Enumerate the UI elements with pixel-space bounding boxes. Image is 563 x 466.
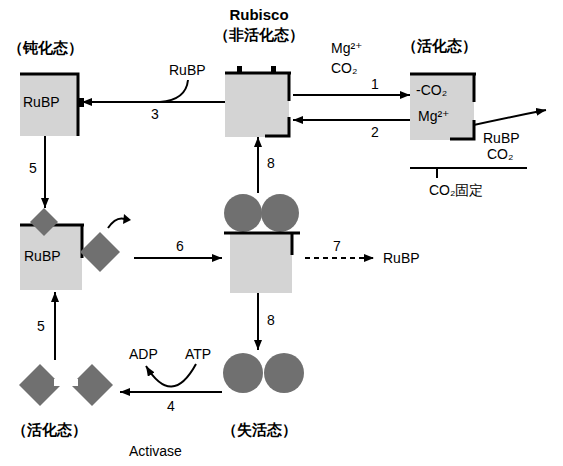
release-arrow <box>305 257 374 259</box>
molecule-label: Mg²⁺ <box>330 40 364 56</box>
substrate-feed-line <box>160 80 188 102</box>
molecule-label: CO₂ <box>486 146 514 162</box>
molecule-label: RuBP <box>382 250 421 266</box>
step-number: 8 <box>266 155 276 171</box>
activase-subunit <box>224 194 262 232</box>
step-number: 4 <box>166 398 176 414</box>
reaction-arrow <box>120 391 222 393</box>
activase-subunit <box>80 232 120 272</box>
activase-subunit <box>71 364 113 406</box>
step-number: 3 <box>150 106 160 122</box>
enzyme-body <box>410 74 474 140</box>
step-number: 2 <box>370 124 380 140</box>
step-number: 6 <box>175 238 185 254</box>
step-number: 8 <box>266 312 276 328</box>
molecule-label: Activase <box>128 443 183 459</box>
state-heading: Rubisco （非活化态） <box>207 5 311 45</box>
reaction-arrow <box>293 94 410 96</box>
reaction-arrow <box>54 292 56 360</box>
enzyme-body <box>225 73 289 137</box>
molecule-label: ATP <box>184 346 212 362</box>
enzyme-outline <box>410 73 476 76</box>
enzyme-outline <box>473 74 476 102</box>
molecule-label: CO₂ <box>330 60 358 76</box>
enzyme-outline <box>288 73 291 101</box>
enzyme-body <box>230 233 292 293</box>
state-heading: （活化态） <box>402 36 477 56</box>
activase-subunit <box>19 364 61 406</box>
molecule-label: 7 <box>332 238 342 254</box>
active-activase: （活化态） <box>12 360 120 410</box>
activase-subunit <box>264 353 304 393</box>
node-text: Mg²⁺ <box>418 108 450 124</box>
atp-hydrolysis-curve <box>146 364 196 387</box>
node-shape <box>12 360 120 410</box>
state-heading: （钝化态） <box>8 38 83 58</box>
step-number: 5 <box>36 318 46 334</box>
reaction-arrow <box>257 137 259 193</box>
inhibited-rubisco: （钝化态）RuBP <box>20 70 82 136</box>
bracket-tick <box>436 168 438 178</box>
enzyme-outline <box>225 72 291 75</box>
enzyme-outline <box>291 233 294 255</box>
molecule-label: ADP <box>128 346 159 362</box>
site-bump <box>237 66 242 73</box>
release-head <box>123 214 131 224</box>
enzyme-outline <box>20 74 78 136</box>
node-text: RuBP <box>23 94 60 110</box>
subunit-notch <box>54 379 61 386</box>
step-number: 1 <box>370 76 380 92</box>
molecule-label: CO₂固定 <box>428 182 484 198</box>
step-number: 5 <box>28 160 38 176</box>
activase-subunit <box>30 208 58 236</box>
state-heading: （失活态） <box>222 420 297 440</box>
activase-subunit <box>261 194 299 232</box>
release-curve <box>108 218 125 228</box>
state-heading: （活化态） <box>12 420 87 440</box>
molecule-label: RuBP <box>168 62 207 78</box>
node-shape <box>222 193 302 293</box>
bracket-line <box>410 167 527 169</box>
rubisco-activase-complex <box>222 193 302 293</box>
inactive-activase: （失活态） <box>222 350 306 396</box>
reaction-arrow <box>293 119 410 121</box>
rubisco-activase-complex: RuBP <box>12 208 134 292</box>
node-shape <box>225 65 293 137</box>
subunit-notch <box>71 379 78 386</box>
reaction-arrow <box>82 101 225 103</box>
enzyme-body <box>20 74 78 136</box>
enzyme-outline <box>265 117 289 136</box>
enzyme-outline <box>450 120 474 139</box>
molecule-label: RuBP <box>482 130 521 146</box>
active-rubisco: （活化态）-CO₂Mg²⁺ <box>410 68 476 140</box>
node-text: -CO₂ <box>416 82 447 98</box>
reaction-arrow <box>134 257 222 259</box>
enzyme-body <box>20 225 82 290</box>
reaction-arrow <box>257 293 259 350</box>
node-shape <box>222 350 306 396</box>
inactive-rubisco: Rubisco （非活化态） <box>225 65 293 137</box>
node-text: RuBP <box>24 248 61 264</box>
reaction-arrow <box>44 136 46 208</box>
node-shape <box>410 68 476 140</box>
site-bump <box>271 66 276 73</box>
enzyme-outline <box>224 232 300 235</box>
binding-notch <box>78 98 84 107</box>
activase-subunit <box>223 353 263 393</box>
